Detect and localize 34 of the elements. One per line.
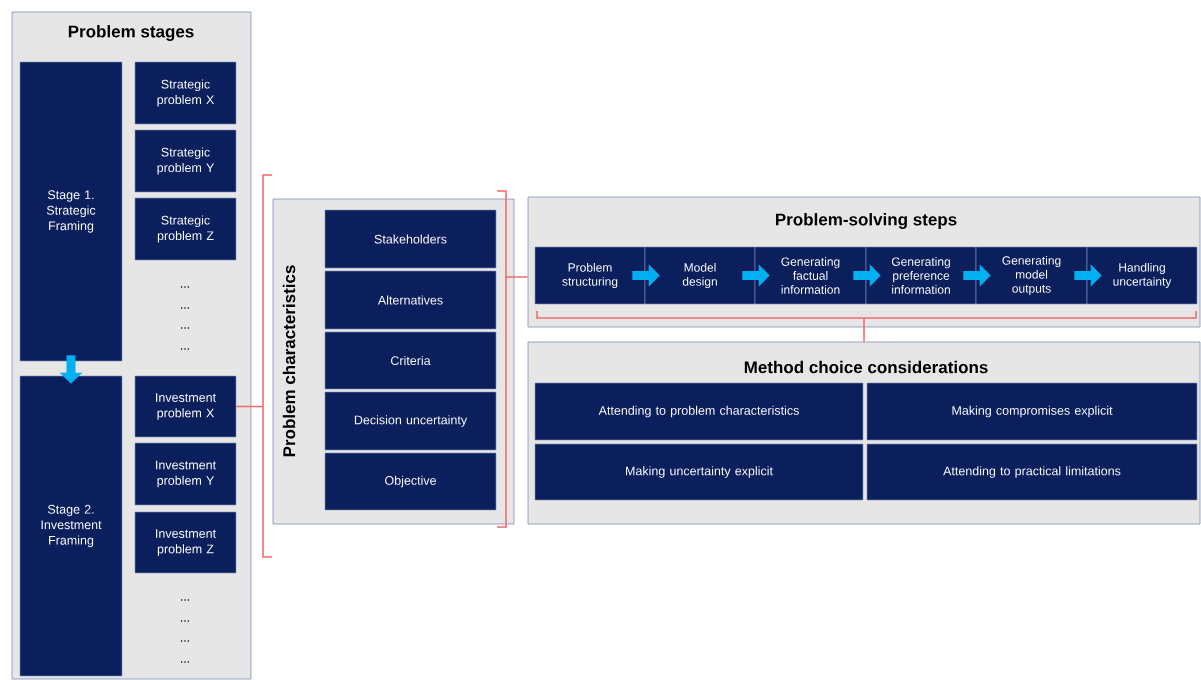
consideration-box: Making uncertainty explicit bbox=[534, 443, 864, 501]
consideration-box: Attending to practical limitations bbox=[866, 443, 1198, 501]
step-box: Generating factual information bbox=[754, 246, 867, 305]
characteristic-box: Decision uncertainty bbox=[324, 391, 497, 451]
problem-box: Strategic problem X bbox=[134, 61, 237, 125]
ellipsis: ... bbox=[181, 286, 189, 288]
stage-box: Stage 1. Strategic Framing bbox=[19, 61, 123, 362]
bracket bbox=[496, 190, 529, 528]
ellipsis: ... bbox=[181, 640, 189, 642]
step-box: Model design bbox=[644, 246, 756, 305]
characteristic-box: Stakeholders bbox=[324, 209, 497, 269]
consideration-box: Attending to problem characteristics bbox=[534, 382, 864, 441]
ellipsis: ... bbox=[181, 620, 189, 622]
characteristic-box: Objective bbox=[324, 452, 497, 511]
step-box: Problem structuring bbox=[534, 246, 646, 305]
step-box: Generating preference information bbox=[865, 246, 977, 305]
ellipsis: ... bbox=[181, 348, 189, 350]
characteristic-box: Criteria bbox=[324, 331, 497, 390]
problem-box: Investment problem Y bbox=[134, 442, 237, 506]
characteristic-box: Alternatives bbox=[324, 270, 497, 330]
problem-box: Strategic problem Z bbox=[134, 197, 237, 261]
ellipsis: ... bbox=[181, 661, 189, 663]
step-box: Handling uncertainty bbox=[1086, 246, 1198, 305]
ellipsis: ... bbox=[181, 307, 189, 309]
stage-box: Stage 2. Investment Framing bbox=[19, 375, 123, 677]
step-box: Generating model outputs bbox=[975, 246, 1088, 305]
problem-box: Investment problem Z bbox=[134, 511, 237, 574]
ellipsis: ... bbox=[181, 327, 189, 329]
bracket bbox=[235, 174, 273, 558]
bracket bbox=[536, 310, 1197, 343]
problem-box: Investment problem X bbox=[134, 375, 237, 438]
consideration-box: Making compromises explicit bbox=[866, 382, 1198, 441]
ellipsis: ... bbox=[181, 599, 189, 601]
problem-box: Strategic problem Y bbox=[134, 129, 237, 193]
